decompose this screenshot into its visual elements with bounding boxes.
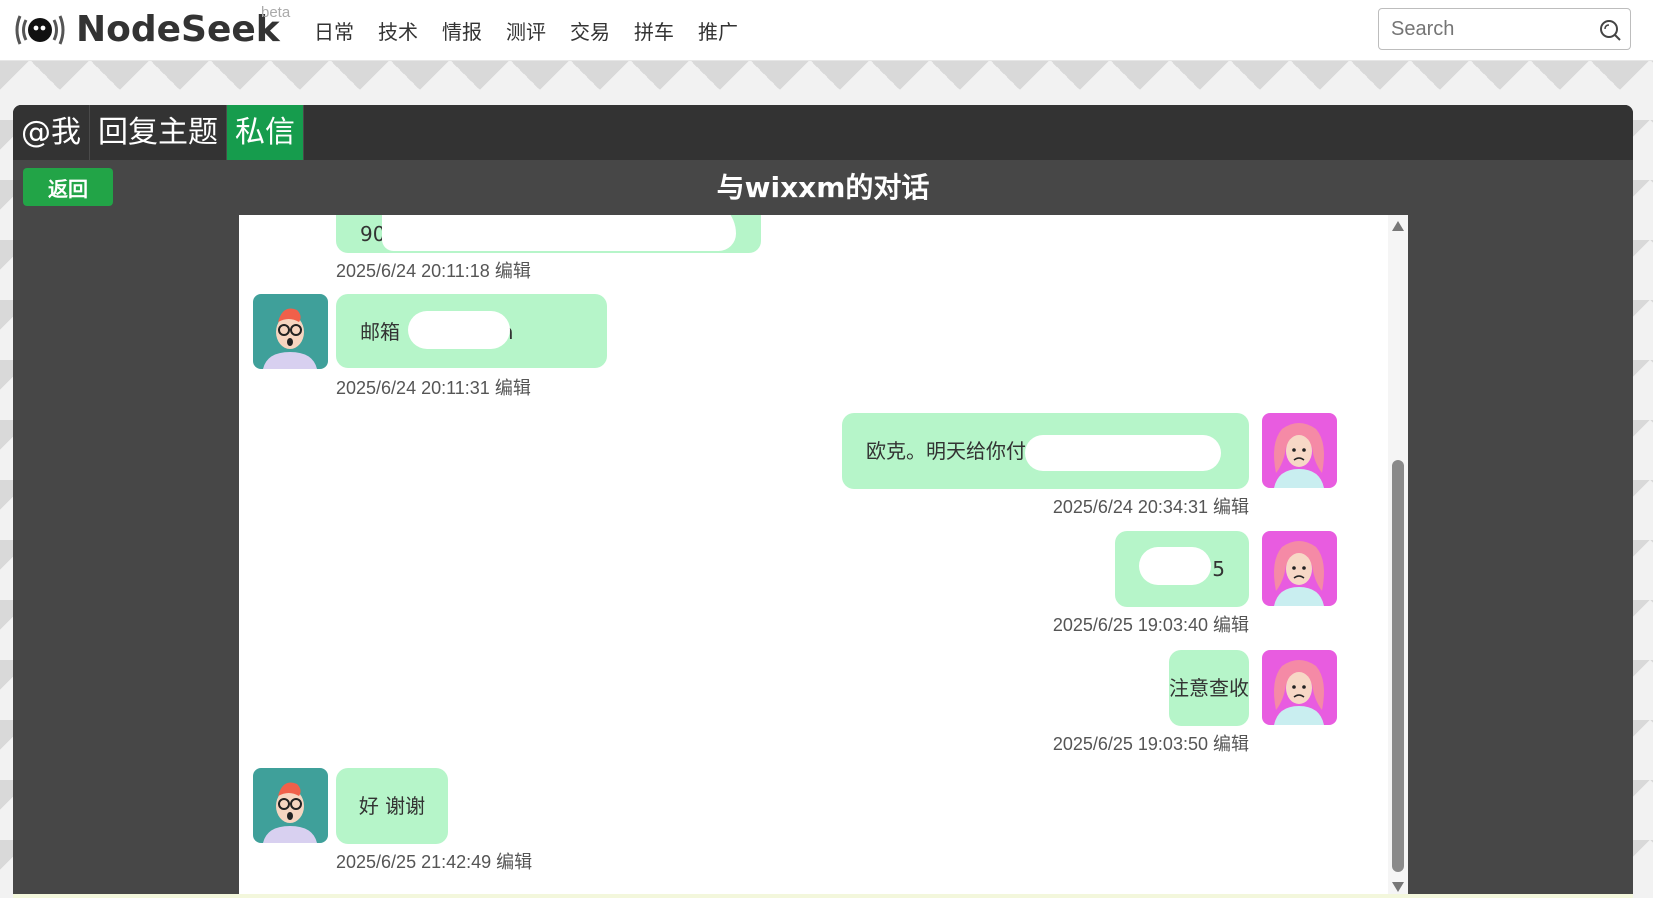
female-avatar[interactable]	[1262, 413, 1337, 488]
beta-label: beta	[261, 4, 291, 21]
message-text: 注意查收	[1169, 676, 1249, 700]
tab-replies[interactable]: 回复主题	[90, 105, 227, 160]
site-logo[interactable]: NodeSeek	[12, 8, 280, 52]
scroll-thumb[interactable]	[1392, 460, 1404, 872]
edit-link[interactable]: 编辑	[1213, 615, 1249, 635]
scroll-up-arrow-icon[interactable]	[1392, 221, 1404, 231]
message-tabs: @我 回复主题 私信	[13, 105, 1633, 160]
female-avatar[interactable]	[1262, 531, 1337, 606]
conversation-toolbar: 与wixxm的对话 返回	[13, 160, 1633, 215]
nav-item-daily[interactable]: 日常	[314, 20, 354, 44]
message-time: 2025/6/24 20:11:18	[336, 261, 490, 281]
search-icon[interactable]	[1598, 18, 1622, 42]
edit-link[interactable]: 编辑	[1213, 497, 1249, 517]
edit-link[interactable]: 编辑	[496, 852, 533, 872]
redaction-mask	[1139, 547, 1211, 585]
message-bubble: 邮箱 · @qq.com	[336, 294, 607, 368]
search-input[interactable]	[1379, 9, 1613, 49]
top-header: NodeSeek beta 日常 技术 情报 测评 交易 拼车 推广	[0, 0, 1653, 61]
message-text: 欧克。明天给你付	[866, 439, 1026, 463]
scroll-down-arrow-icon[interactable]	[1392, 882, 1404, 892]
message-item: 5 2025/6/25 19:03:40 编辑	[239, 531, 1388, 641]
female-avatar[interactable]	[1262, 650, 1337, 725]
nav-item-review[interactable]: 测评	[506, 20, 546, 44]
bottom-divider	[13, 894, 1633, 898]
message-item: 90 2025/6/24 20:11:18 编辑	[239, 215, 1388, 285]
edit-link[interactable]: 编辑	[1213, 734, 1249, 754]
male-avatar[interactable]	[253, 768, 328, 843]
main-nav: 日常 技术 情报 测评 交易 拼车 推广	[314, 16, 762, 45]
message-time: 2025/6/25 21:42:49	[336, 852, 492, 872]
nav-item-tech[interactable]: 技术	[378, 20, 418, 44]
message-time: 2025/6/25 19:03:40	[1052, 615, 1208, 635]
nav-item-promo[interactable]: 推广	[698, 20, 738, 44]
redaction-mask	[382, 215, 736, 251]
redaction-mask	[1025, 435, 1221, 471]
chat-scrollbar[interactable]	[1388, 215, 1408, 898]
brand-name: NodeSeek	[76, 9, 280, 50]
message-time: 2025/6/24 20:34:31	[1052, 497, 1208, 517]
message-meta: 2025/6/24 20:34:31 编辑	[239, 493, 1249, 519]
message-bubble: 欧克。明天给你付	[842, 413, 1249, 489]
edit-link[interactable]: 编辑	[494, 378, 531, 398]
message-text: 好 谢谢	[358, 794, 426, 818]
nav-item-trade[interactable]: 交易	[570, 20, 610, 44]
chat-area[interactable]: 90 2025/6/24 20:11:18 编辑	[239, 215, 1408, 898]
message-item: 注意查收 2025/6/25 19:03:50 编辑	[239, 650, 1388, 760]
message-bubble: 90	[336, 215, 761, 253]
redaction-mask	[408, 311, 510, 349]
edit-link[interactable]: 编辑	[494, 261, 531, 281]
nav-item-carpool[interactable]: 拼车	[634, 20, 674, 44]
male-avatar[interactable]	[253, 294, 328, 369]
message-time: 2025/6/24 20:11:31	[336, 378, 490, 398]
message-meta: 2025/6/25 19:03:40 编辑	[239, 611, 1249, 637]
search-box	[1378, 8, 1631, 50]
conversation-title: 与wixxm的对话	[716, 171, 930, 204]
message-item: 欧克。明天给你付 2025/6/24 20:34:31 编辑	[239, 413, 1388, 523]
message-meta: 2025/6/24 20:11:18 编辑	[336, 257, 531, 283]
message-item: 邮箱 · @qq.com 2025/6/24 20:11:31 编辑	[239, 294, 1388, 404]
message-meta: 2025/6/25 21:42:49 编辑	[336, 848, 532, 874]
back-button[interactable]: 返回	[23, 168, 113, 206]
logo-icon	[15, 15, 65, 45]
message-item: 好 谢谢 2025/6/25 21:42:49 编辑	[239, 768, 1388, 878]
message-time: 2025/6/25 19:03:50	[1052, 734, 1208, 754]
message-panel: @我 回复主题 私信 与wixxm的对话 返回 90 2025/6/24 20:…	[13, 105, 1633, 898]
nav-item-info[interactable]: 情报	[442, 20, 482, 44]
message-text: 5	[1212, 557, 1225, 581]
message-meta: 2025/6/25 19:03:50 编辑	[239, 730, 1249, 756]
message-meta: 2025/6/24 20:11:31 编辑	[336, 374, 531, 400]
tab-mentions[interactable]: @我	[13, 105, 90, 160]
message-text: 90	[360, 222, 386, 246]
tab-private-messages[interactable]: 私信	[227, 105, 304, 160]
message-bubble: 5	[1115, 531, 1249, 607]
message-bubble: 注意查收	[1169, 650, 1249, 726]
message-bubble: 好 谢谢	[336, 768, 448, 844]
